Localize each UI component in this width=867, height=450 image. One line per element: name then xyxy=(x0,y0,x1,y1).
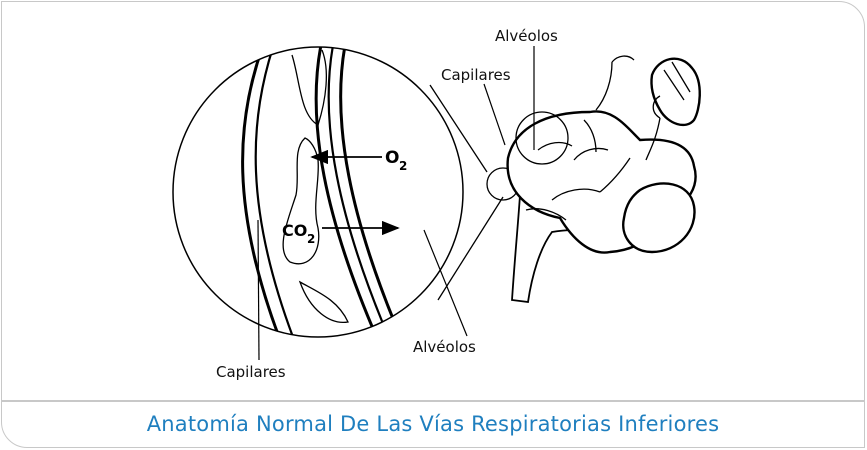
label-capilares-bottom: Capilares xyxy=(216,363,286,381)
alveolar-cluster xyxy=(508,59,700,302)
magnified-view-circle xyxy=(173,47,463,337)
lung-anatomy-diagram: O 2 CO 2 Alvéolos Capilares Alvéolos Cap… xyxy=(0,0,867,400)
figure-caption: Anatomía Normal De Las Vías Respiratoria… xyxy=(2,412,864,436)
co2-symbol: CO xyxy=(282,221,307,240)
oxygen-symbol: O xyxy=(385,148,399,168)
label-capilares-top: Capilares xyxy=(441,66,511,84)
label-alveolos-top: Alvéolos xyxy=(495,27,558,45)
caption-divider xyxy=(2,400,864,402)
co2-subscript: 2 xyxy=(307,232,315,246)
label-alveolos-bottom: Alvéolos xyxy=(413,338,476,356)
oxygen-subscript: 2 xyxy=(399,159,407,173)
